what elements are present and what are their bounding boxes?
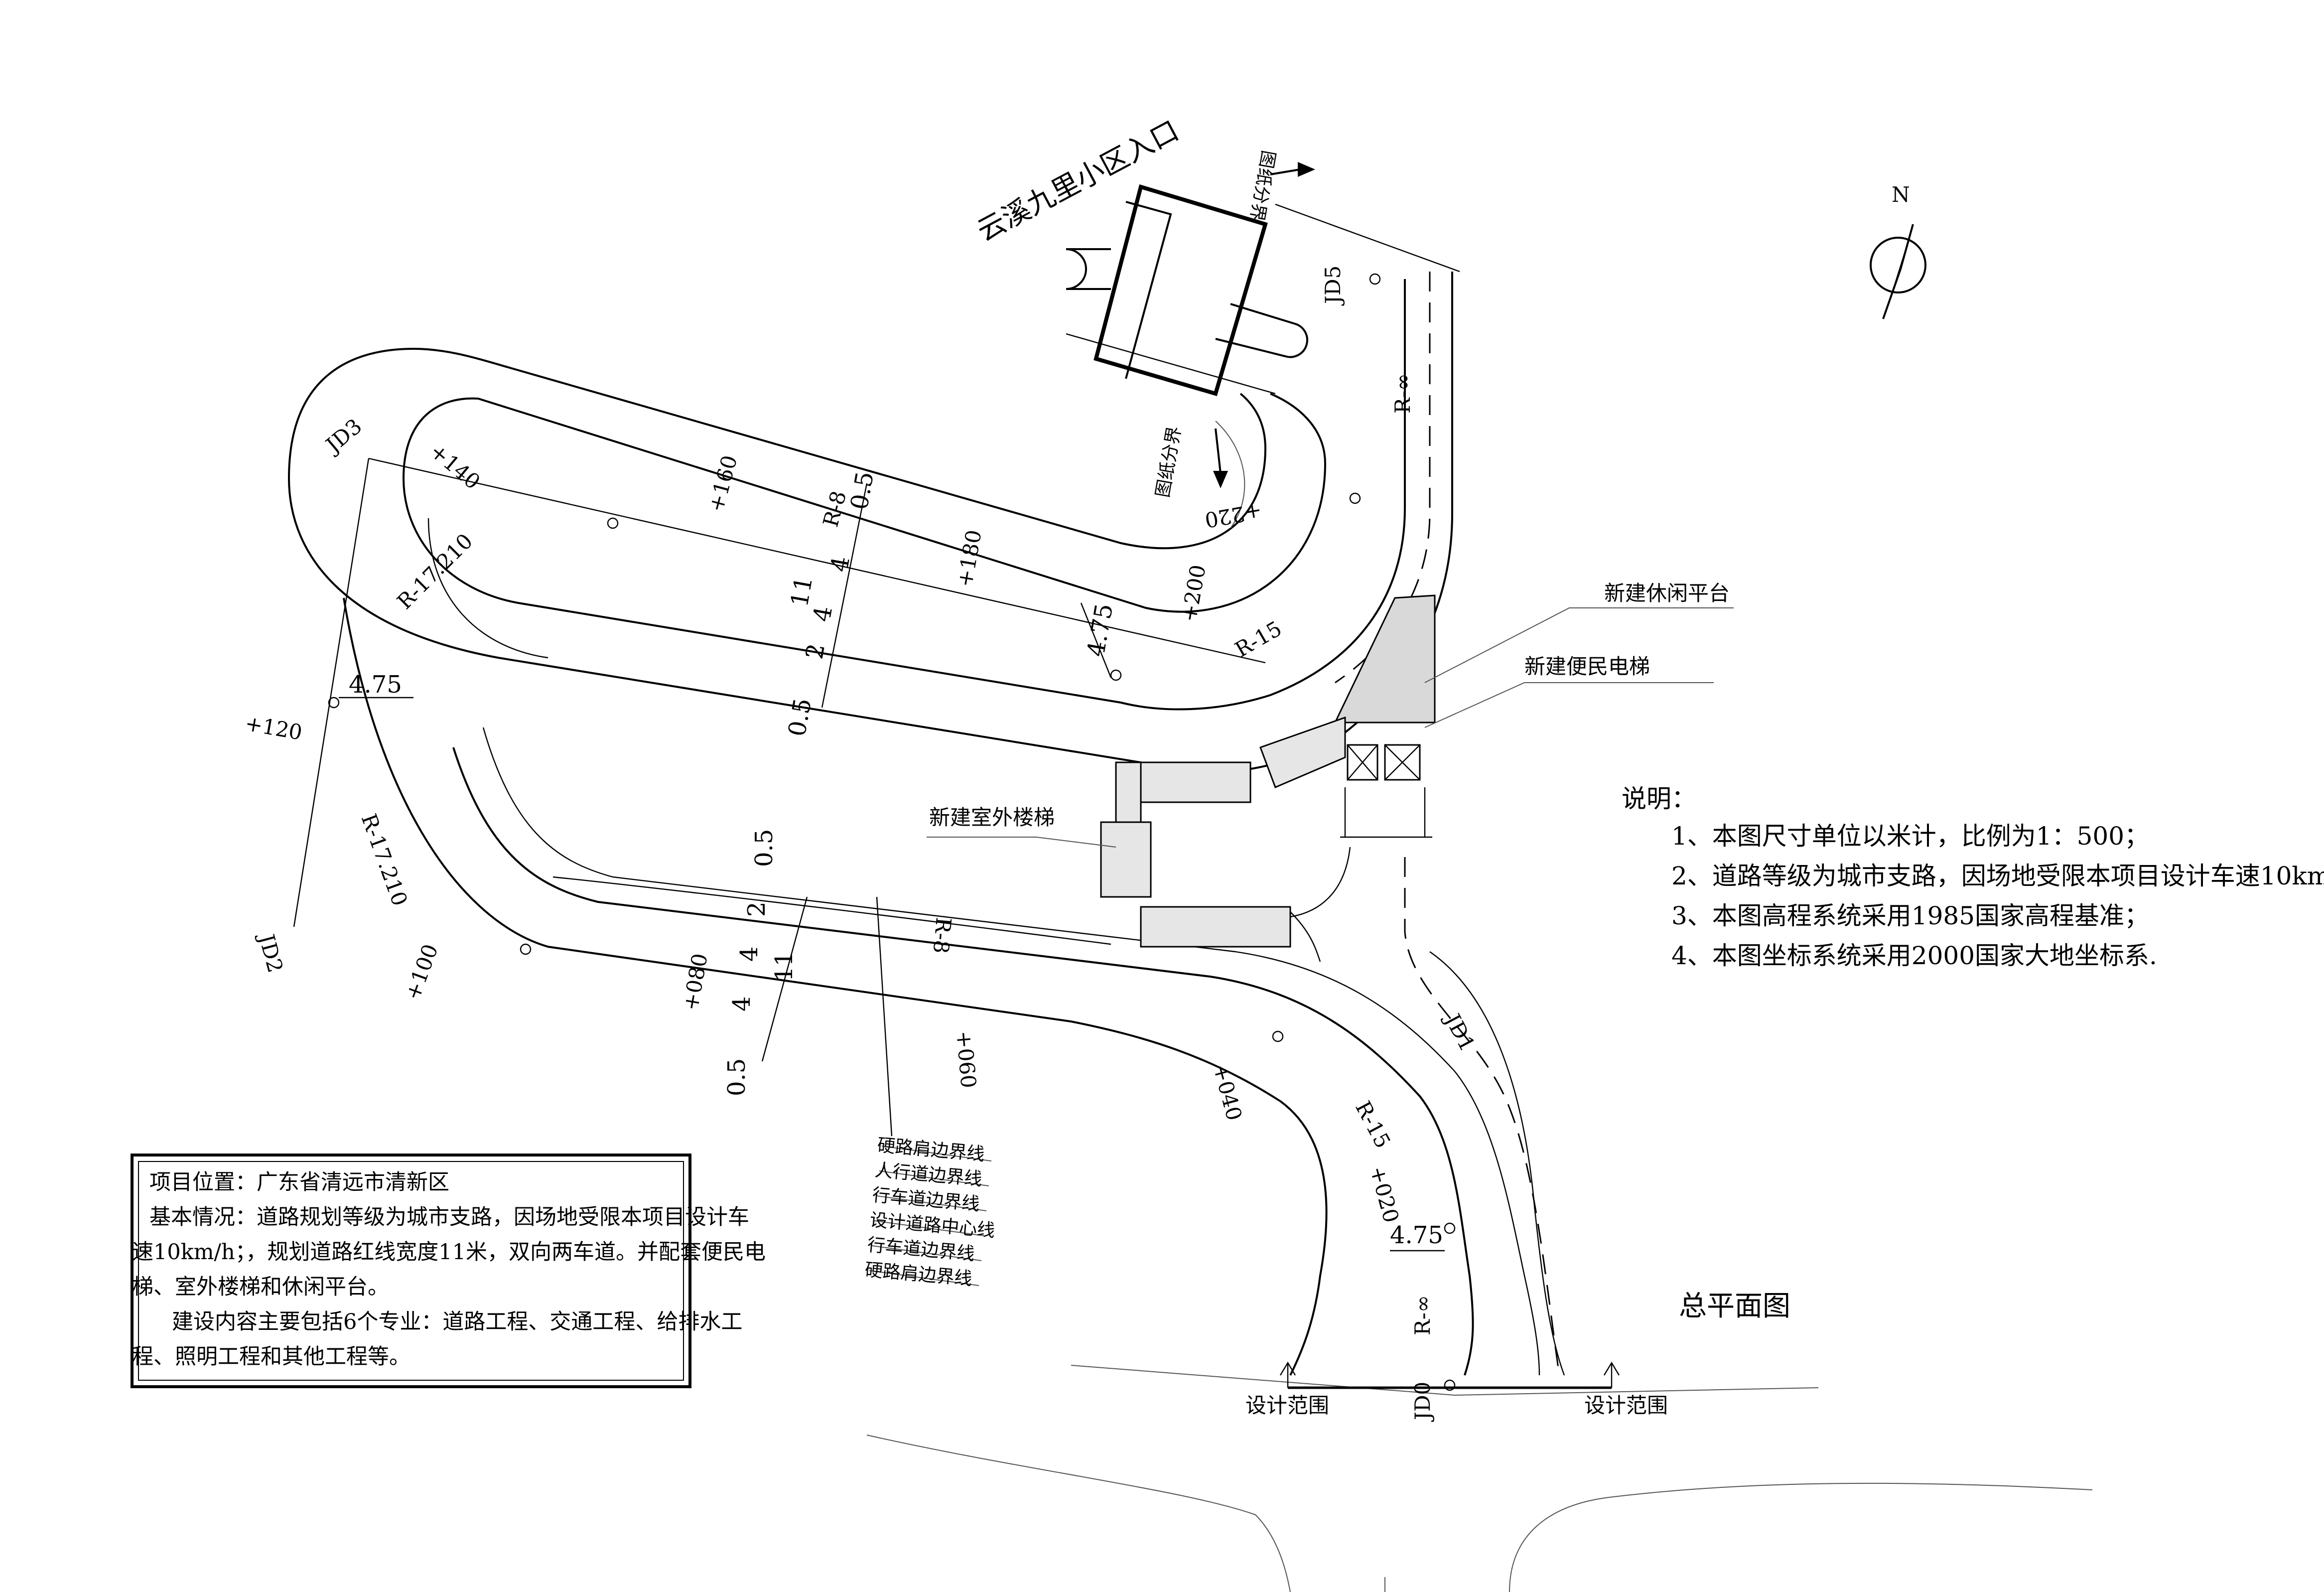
curve-point-jd1: JD1 [1439, 1008, 1480, 1055]
radius-label-8: R-∞ [1390, 373, 1415, 414]
legend-leaders [869, 1146, 992, 1286]
curve-point-jd2: JD2 [254, 930, 287, 975]
dim-upper-1: 0.5 [845, 469, 879, 512]
legend-line-2: 人行道边界线 [874, 1160, 983, 1190]
dim-upper-2: 4 [825, 554, 855, 574]
callout-leisure-platform: 新建休闲平台 [1604, 581, 1730, 605]
station-080: +080 [679, 952, 712, 1013]
legend-line-6: 硬路肩边界线 [864, 1260, 973, 1290]
curve-point-jd5: JD5 [1321, 266, 1345, 306]
radius-label-4: R-17.210 [357, 811, 412, 909]
dimension-lines [293, 457, 1445, 1252]
project-box-line-6: 程、照明工程和其他工程等。 [132, 1344, 410, 1369]
radius-label-6: R-8 [818, 488, 851, 530]
north-label: N [1892, 182, 1910, 207]
design-scope-label-2: 设计范围 [1584, 1393, 1668, 1418]
radius-label-3: R-8 [929, 916, 956, 955]
entrance-label: 云溪九里小区入口 [972, 115, 1184, 248]
existing-roads [866, 1365, 2093, 1592]
lane-width-3: 4.75 [1390, 1221, 1443, 1249]
note-item-3: 3、本图高程系统采用1985国家高程基准； [1671, 901, 2149, 930]
station-060: +060 [952, 1030, 981, 1089]
station-120: +120 [243, 711, 304, 745]
design-scope [1279, 1361, 1620, 1389]
callout-outdoor-stairs: 新建室外楼梯 [929, 805, 1055, 830]
road-alignment [287, 272, 1565, 1376]
curve-point-jd0: JD0 [1410, 1382, 1435, 1422]
station-020: +020 [1365, 1163, 1403, 1225]
project-box-line-1: 项目位置：广东省清远市清新区 [149, 1170, 449, 1195]
dim-lower-2: 2 [743, 901, 771, 917]
station-100: +100 [400, 941, 443, 1003]
dim-lower-1: 0.5 [750, 829, 778, 867]
match-line-label-2: 图纸分界 [1152, 425, 1185, 499]
radius-label-5: R-17.210 [392, 529, 477, 614]
radius-label-1: R-∞ [1410, 1295, 1435, 1335]
drawing-title: 总平面图 [1679, 1290, 1790, 1322]
design-scope-label-1: 设计范围 [1245, 1393, 1329, 1418]
project-box-line-3: 速10km/h；，规划道路红线宽度11米，双向两车道。并配套便民电 [132, 1240, 766, 1265]
lane-width-1: 4.75 [349, 671, 402, 699]
legend-line-3: 行车道边界线 [871, 1185, 980, 1215]
north-arrow [1870, 224, 1926, 319]
station-140: +140 [425, 438, 485, 494]
station-220: +220 [1203, 498, 1264, 532]
dim-upper-6: 0.5 [783, 696, 817, 738]
match-line-label-1: 图纸分界 [1246, 148, 1278, 223]
callout-elevator: 新建便民电梯 [1524, 654, 1650, 679]
note-item-2: 2、道路等级为城市支路，因场地受限本项目设计车速10km/h； [1671, 862, 2324, 890]
project-info-box [131, 1154, 691, 1388]
dim-upper-3: 11 [786, 574, 819, 609]
radius-label-2: R-15 [1351, 1097, 1395, 1153]
note-item-1: 1、本图尺寸单位以米计，比例为1：500； [1671, 822, 2149, 851]
notes-heading: 说明： [1622, 784, 1696, 813]
radius-label-7: R-15 [1231, 616, 1286, 662]
project-box-line-2: 基本情况：道路规划等级为城市支路，因场地受限本项目设计车 [149, 1205, 749, 1230]
station-180: +180 [953, 528, 986, 589]
project-box-line-4: 梯、室外楼梯和休闲平台。 [132, 1275, 389, 1300]
project-box-line-5: 建设内容主要包括6个专业：道路工程、交通工程、给排水工 [172, 1309, 742, 1334]
station-200: +200 [1177, 563, 1211, 624]
dim-lower-6: 0.5 [723, 1058, 751, 1096]
station-160: +160 [703, 452, 742, 514]
station-040: +040 [1208, 1061, 1246, 1123]
dim-lower-4: 11 [770, 951, 798, 982]
dim-lower-3: 4 [735, 946, 763, 962]
legend-line-5: 行车道边界线 [866, 1235, 975, 1265]
dim-upper-4: 4 [808, 604, 838, 624]
elevator-platform [1290, 594, 1436, 918]
stake-points [328, 273, 1456, 1391]
callout-leaders [927, 607, 1734, 848]
outdoor-stairs [1100, 716, 1346, 962]
legend-line-1: 硬路肩边界线 [876, 1135, 985, 1165]
note-item-4: 4、本图坐标系统采用2000国家大地坐标系. [1671, 941, 2157, 970]
match-line-marks [1213, 162, 1315, 488]
entrance-area [1066, 184, 1460, 684]
dim-lower-5: 4 [728, 996, 756, 1012]
lane-width-2: 4.75 [1082, 601, 1119, 659]
curve-point-jd3: JD3 [320, 414, 367, 458]
dim-upper-5: 2 [801, 641, 830, 661]
